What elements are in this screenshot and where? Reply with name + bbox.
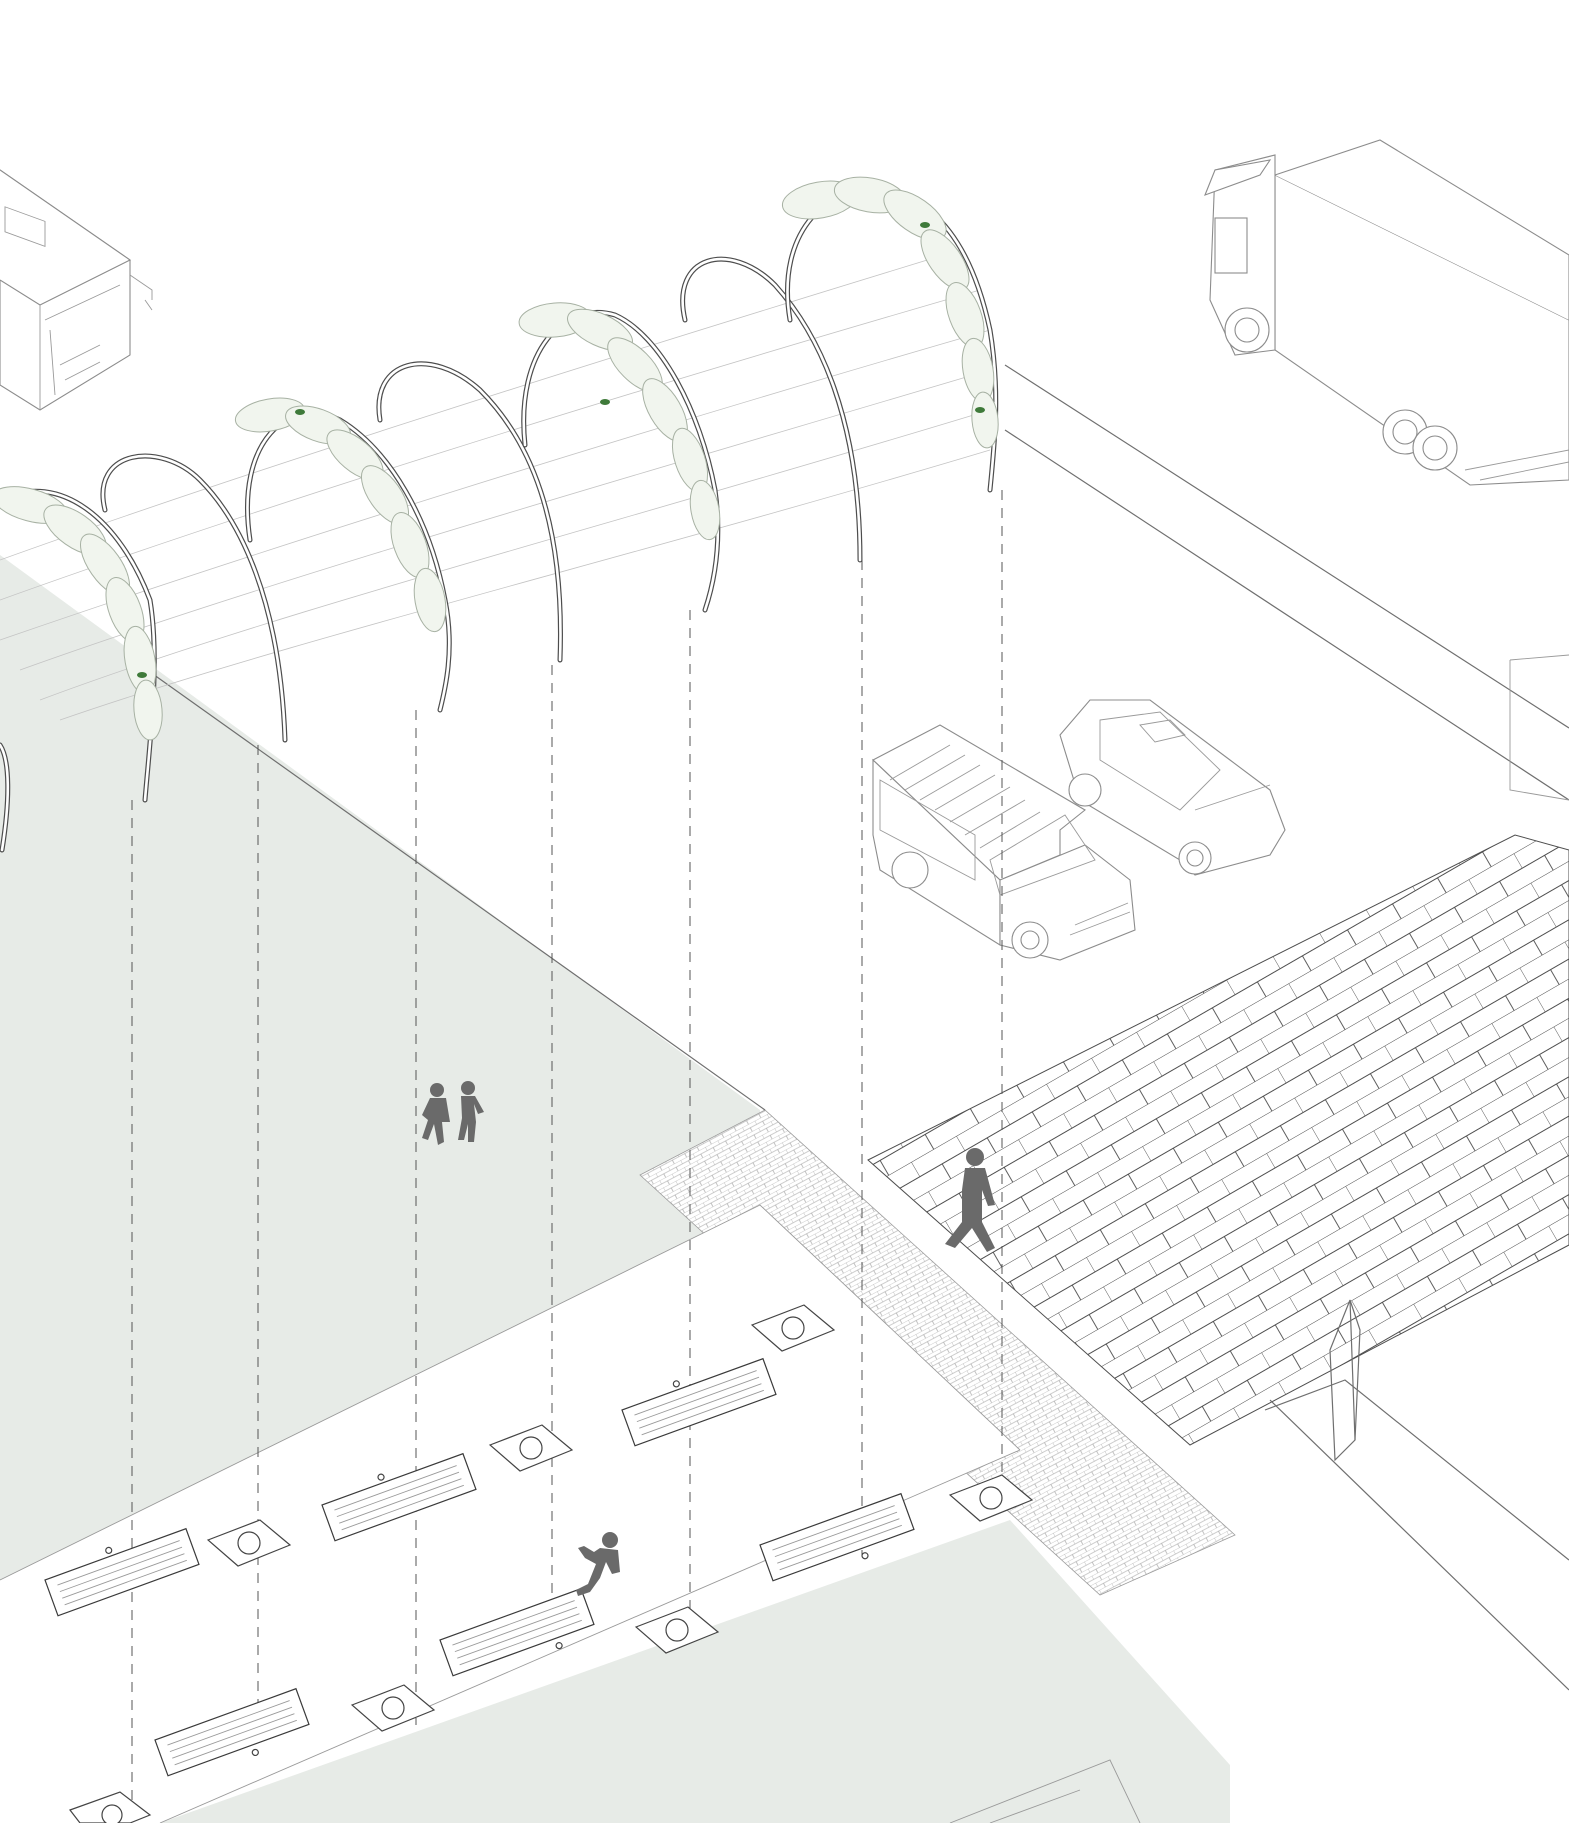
- stone-paving: [867, 834, 1569, 1446]
- planted-arch: [518, 302, 721, 613]
- bus: [0, 169, 153, 411]
- drain-grate: [439, 1587, 595, 1677]
- planted-arch: [781, 176, 999, 493]
- steel-arch: [100, 453, 288, 743]
- vehicles: [0, 139, 1569, 961]
- drain-grates: [44, 1357, 915, 1777]
- plaza-green-upper: [0, 555, 760, 1580]
- signpost: [1329, 1299, 1361, 1462]
- plaza-edge-line: [149, 671, 766, 1111]
- tree-pit: [69, 1791, 152, 1826]
- people: [422, 1081, 995, 1596]
- drain-grate: [44, 1527, 200, 1617]
- curb-line-upper: [1264, 1379, 1569, 1561]
- canopy-cable: [39, 409, 991, 701]
- planted-arches: [0, 176, 999, 803]
- steel-arches: [0, 256, 863, 853]
- steel-arch: [680, 256, 863, 563]
- drain-grate: [154, 1687, 310, 1777]
- bench-outline: [949, 1759, 1141, 1824]
- canopy-cable: [59, 449, 991, 721]
- kiosk-outline: [1509, 654, 1569, 801]
- tree-pit: [488, 1424, 574, 1472]
- canopy-cable: [0, 249, 961, 561]
- planted-arch: [0, 486, 163, 803]
- tree-pit: [350, 1684, 436, 1732]
- ground-surfaces: [0, 555, 1569, 1823]
- van: [872, 724, 1136, 961]
- curb-line-lower: [1269, 1399, 1569, 1691]
- truck: [1204, 139, 1569, 486]
- canopy-cable: [0, 289, 981, 601]
- construction-lines: [0, 364, 1569, 1824]
- drain-grate: [759, 1492, 915, 1582]
- drain-grate: [321, 1452, 477, 1542]
- drain-grate: [621, 1357, 777, 1447]
- promenade-edge-upper: [0, 1204, 1021, 1581]
- planted-arch: [234, 397, 452, 713]
- promenade-strip: [0, 1205, 1020, 1823]
- tree-pits: [69, 1304, 1034, 1826]
- tree-pit: [948, 1474, 1034, 1522]
- street-edge-line: [1004, 364, 1569, 729]
- steel-arch: [376, 361, 563, 663]
- tree-pit: [634, 1606, 720, 1654]
- tree-pit: [206, 1519, 292, 1567]
- plaza-green-lower: [160, 1520, 1230, 1823]
- street-edge-line-2: [1004, 429, 1569, 801]
- man-walking: [945, 1148, 995, 1252]
- steel-arch-partial: [0, 742, 11, 853]
- car: [1059, 699, 1286, 876]
- couple-walking: [422, 1081, 484, 1145]
- projection-lines: [131, 490, 1003, 1820]
- rollerblader: [576, 1532, 620, 1596]
- tree-pit: [750, 1304, 836, 1352]
